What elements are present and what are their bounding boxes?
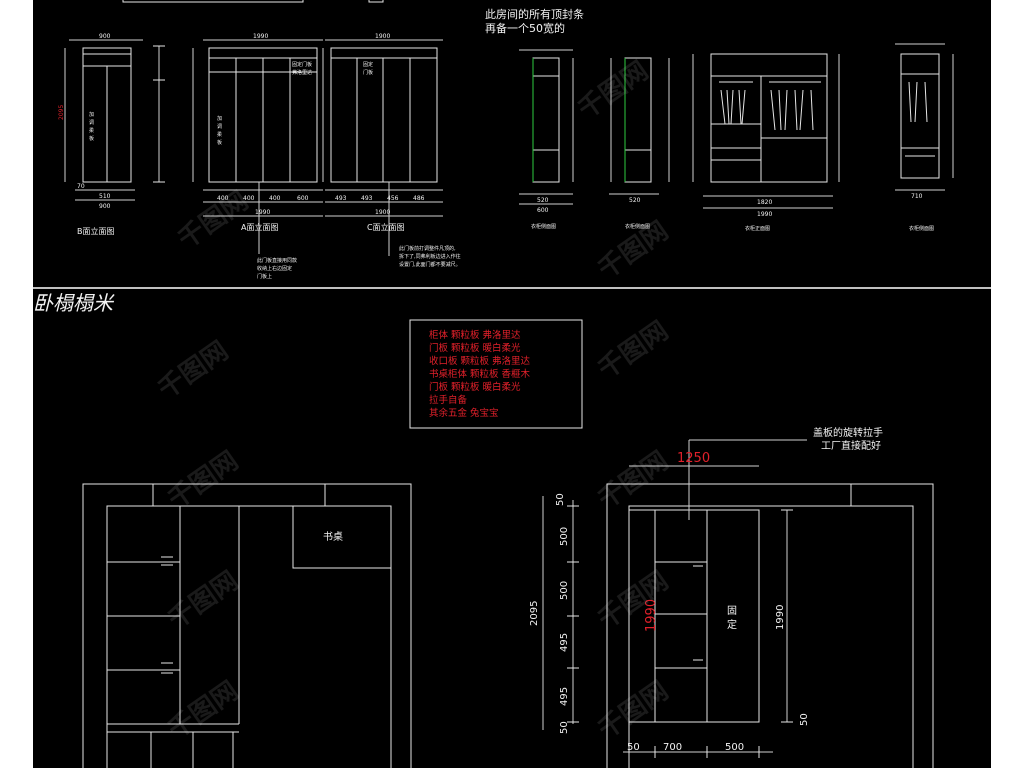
material-line-6: 拉手自备 xyxy=(429,394,468,406)
caption-side-1: 衣柜侧面图 xyxy=(531,223,556,230)
b-elevation xyxy=(64,39,143,201)
right-dim-1: 1990 xyxy=(775,605,786,630)
c-door-label-1: 固定 xyxy=(363,61,373,68)
note-c-3: 设置门,此面门都不要减尺。 xyxy=(399,261,461,268)
fixed-label-1: 固 xyxy=(727,605,737,617)
fixed-label-2: 定 xyxy=(727,618,737,631)
dim-c-2: 493 xyxy=(361,195,373,202)
note-a-3: 门板上 xyxy=(257,273,272,280)
dim-c-top: 1900 xyxy=(375,33,390,40)
materials-box xyxy=(409,319,583,429)
height-red-dim: 1990 xyxy=(644,599,659,632)
a-right-label-1: 固定门板 xyxy=(292,61,312,68)
material-line-4: 书桌柜体 颗粒板 香榧木 xyxy=(429,368,531,380)
top-note-line-2: 再备一个50宽的 xyxy=(485,21,565,35)
desk-label: 书桌 xyxy=(323,530,343,543)
dim-c-4: 486 xyxy=(413,195,425,202)
dim-b-bottom-2: 510 xyxy=(99,193,111,200)
b-door-label-3: 柔 xyxy=(89,127,94,134)
a-door-label-3: 柔 xyxy=(217,131,222,138)
side-view-2 xyxy=(609,57,670,195)
c-door-label-2: 门板 xyxy=(363,69,373,76)
top-cut-frame-2 xyxy=(368,0,384,3)
vdim-6: 50 xyxy=(559,721,570,734)
caption-a: A面立面图 xyxy=(241,222,278,232)
b-door-label-4: 板 xyxy=(89,135,94,142)
vdim-4: 495 xyxy=(559,633,570,652)
caption-b: B面立面图 xyxy=(77,226,115,236)
front-view xyxy=(692,53,840,209)
dim-b-bottom-1: 70 xyxy=(77,183,85,190)
total-height: 2095 xyxy=(529,601,540,626)
vdim-3: 500 xyxy=(559,581,570,600)
dim-side1-1: 520 xyxy=(537,197,549,204)
note-a-2: 收纳上右边固定 xyxy=(257,265,292,272)
caption-side-2: 衣柜侧面图 xyxy=(625,223,650,230)
side-view-1 xyxy=(519,49,574,205)
vdim-1: 50 xyxy=(555,493,566,506)
dim-front-1: 1820 xyxy=(757,199,772,206)
b-door-label-2: 调 xyxy=(89,119,94,126)
hanging-clothes xyxy=(720,89,814,131)
side-view-3 xyxy=(895,43,954,191)
c-elevation xyxy=(325,39,443,217)
material-line-1: 柜体 颗粒板 弗洛里达 xyxy=(429,329,521,341)
dim-c-1: 493 xyxy=(335,195,347,202)
dim-c-3: 456 xyxy=(387,195,399,202)
callout-line-2: 工厂直接配好 xyxy=(821,439,881,452)
dim-front-2: 1990 xyxy=(757,211,772,218)
a-door-label-2: 调 xyxy=(217,123,222,130)
material-line-3: 收口板 颗粒板 弗洛里达 xyxy=(429,355,531,367)
cad-drawing: 此房间的所有顶封条 再备一个50宽的 B面立面图 A面立面图 C面立面图 衣柜侧… xyxy=(33,0,991,768)
dim-side3: 710 xyxy=(911,193,923,200)
note-a-1: 此门板直接用同款 xyxy=(257,257,297,264)
top-cut-frame xyxy=(122,0,304,3)
dim-a-2: 400 xyxy=(243,195,255,202)
width-red-dim: 1250 xyxy=(677,451,710,466)
a-elevation xyxy=(203,39,323,217)
dim-side2: 520 xyxy=(629,197,641,204)
caption-front: 衣柜正面图 xyxy=(745,225,770,232)
dim-a-top: 1990 xyxy=(253,33,268,40)
right-dim-2: 50 xyxy=(799,713,810,726)
dim-a-1: 400 xyxy=(217,195,229,202)
a-door-label-4: 板 xyxy=(217,139,222,146)
a-door-label-1: 加 xyxy=(217,115,222,122)
vdim-5: 495 xyxy=(559,687,570,706)
dim-b-bottom-3: 900 xyxy=(99,203,111,210)
bottom-dim-1: 50 xyxy=(627,742,640,753)
b-door-label-1: 加 xyxy=(89,111,94,118)
dim-b-height: 2095 xyxy=(58,105,65,120)
material-line-7: 其余五金 兔宝宝 xyxy=(429,407,499,419)
vdim-2: 500 xyxy=(559,527,570,546)
top-note-line-1: 此房间的所有顶封条 xyxy=(485,7,584,21)
left-elevation xyxy=(82,483,412,768)
bottom-dim-2: 700 xyxy=(663,742,682,753)
dim-a-4: 600 xyxy=(297,195,309,202)
note-c-2: 拆下了,同弗利板边进入作往 xyxy=(399,253,461,260)
dim-a-total: 1990 xyxy=(255,209,270,216)
note-c-1: 此门板前打调整件凡顶的, xyxy=(399,245,456,252)
dim-a-3: 400 xyxy=(269,195,281,202)
section-title: 卧榻榻米 xyxy=(33,291,115,315)
right-elevation xyxy=(542,439,934,768)
material-line-5: 门板 颗粒板 暖白柔光 xyxy=(429,381,521,393)
callout-line-1: 盖板的旋转拉手 xyxy=(813,426,883,439)
bottom-dim-3: 500 xyxy=(725,742,744,753)
dim-c-total: 1900 xyxy=(375,209,390,216)
cad-canvas: 此房间的所有顶封条 再备一个50宽的 B面立面图 A面立面图 C面立面图 衣柜侧… xyxy=(33,0,991,768)
dim-b-top: 900 xyxy=(99,33,111,40)
caption-c: C面立面图 xyxy=(367,222,405,232)
a-right-label-2: 弗洛里达 xyxy=(292,69,312,76)
material-line-2: 门板 颗粒板 暖白柔光 xyxy=(429,342,521,354)
caption-side-3: 衣柜侧面图 xyxy=(909,225,934,232)
dim-side1-2: 600 xyxy=(537,207,549,214)
